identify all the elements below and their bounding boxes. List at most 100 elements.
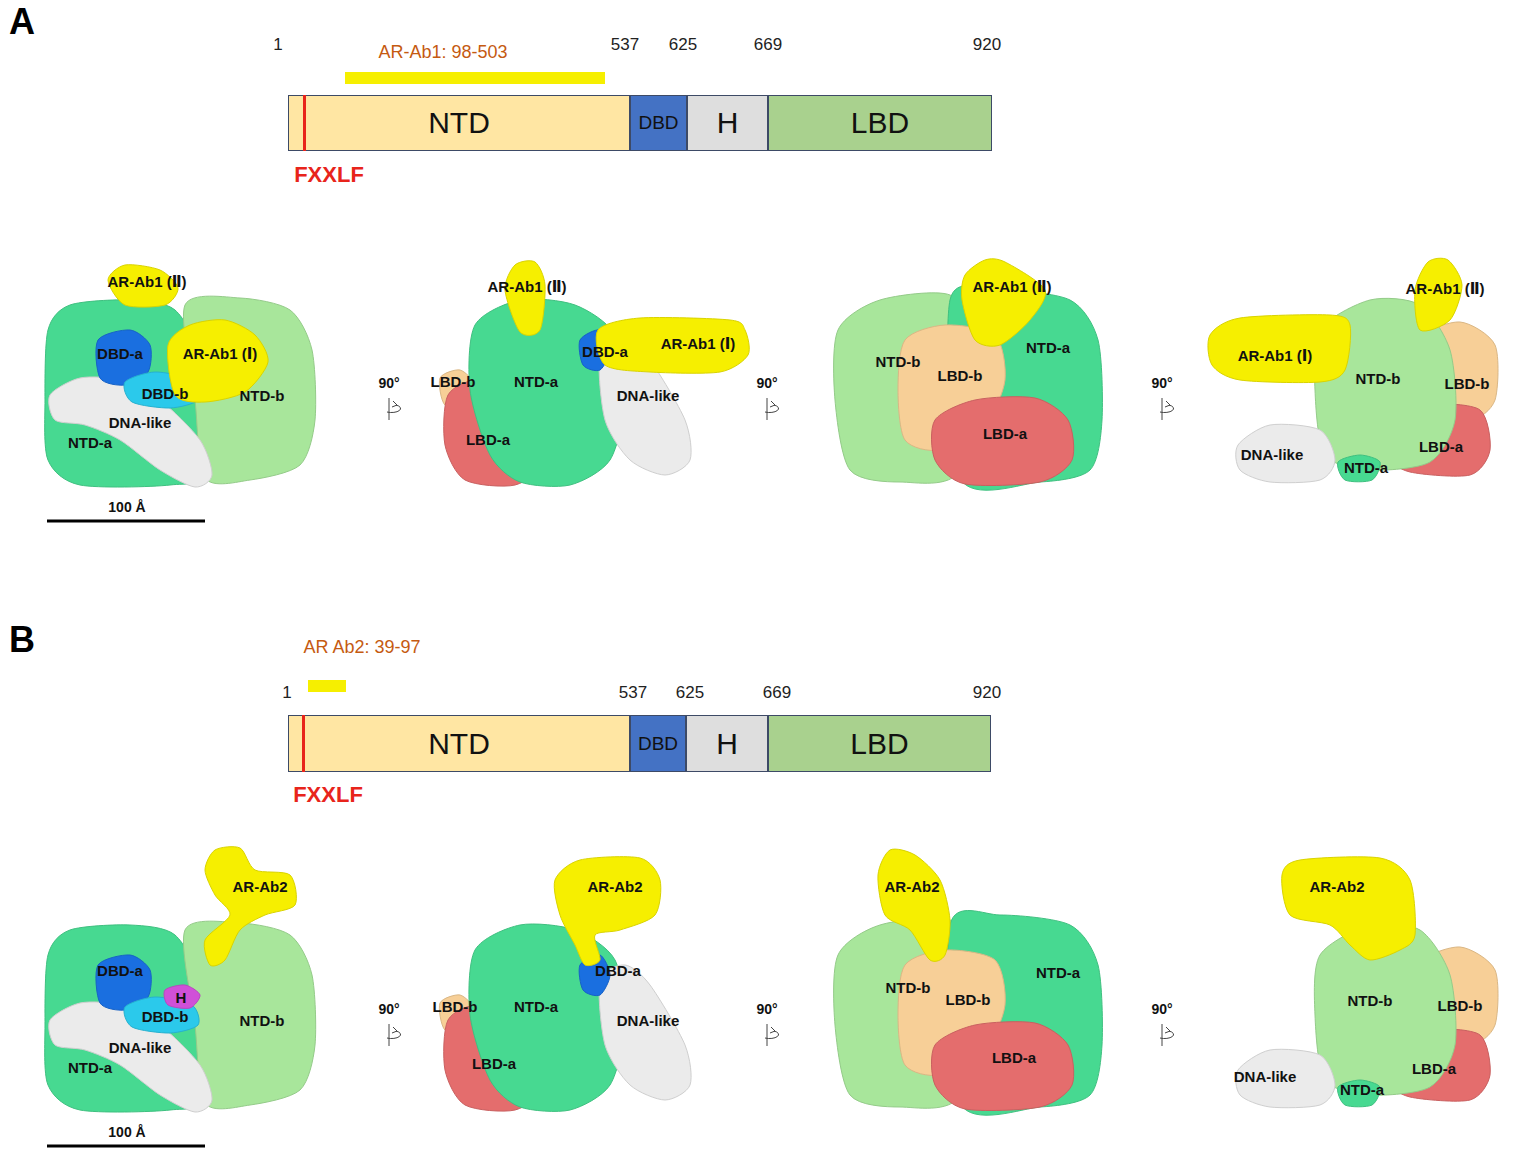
epitope-bar bbox=[345, 72, 605, 84]
motif-marker bbox=[302, 715, 305, 772]
part-label: NTD-a bbox=[1340, 1082, 1384, 1099]
annotation: 90° bbox=[378, 1002, 399, 1017]
rotation-axis bbox=[389, 398, 390, 420]
part-label: AR-Ab1 (Ⅱ) bbox=[972, 279, 1051, 296]
density-blob bbox=[204, 847, 296, 966]
residue-number: 920 bbox=[973, 36, 1001, 55]
part-label: NTD-a bbox=[68, 1060, 112, 1077]
part-label: LBD-a bbox=[472, 1056, 516, 1073]
part-label: LBD-b bbox=[946, 992, 991, 1009]
residue-number: 1 bbox=[282, 684, 291, 703]
density-blob bbox=[931, 1022, 1073, 1111]
part-label: LBD-b bbox=[433, 999, 478, 1016]
part-label: DBD-a bbox=[582, 344, 628, 361]
motif-marker bbox=[303, 95, 306, 151]
motif-label: FXXLF bbox=[294, 163, 364, 187]
domain-box: LBD bbox=[768, 715, 991, 772]
residue-number: 920 bbox=[973, 684, 1001, 703]
residue-number: 625 bbox=[669, 36, 697, 55]
domain-box: H bbox=[687, 95, 768, 151]
density-blob bbox=[1208, 315, 1351, 383]
part-label: AR-Ab1 (Ⅱ) bbox=[107, 274, 186, 291]
rotation-axis bbox=[1162, 398, 1163, 420]
density-blob bbox=[878, 849, 950, 961]
decorations bbox=[47, 72, 1174, 1146]
domain-box: LBD bbox=[768, 95, 992, 151]
part-label: LBD-a bbox=[1419, 439, 1463, 456]
annotation: 90° bbox=[756, 1002, 777, 1017]
part-label: LBD-a bbox=[992, 1050, 1036, 1067]
domain-label: LBD bbox=[851, 106, 909, 140]
density-blob bbox=[164, 985, 200, 1009]
part-label: NTD-b bbox=[886, 980, 931, 997]
part-label: LBD-a bbox=[983, 426, 1027, 443]
density-blob bbox=[961, 259, 1045, 346]
domain-box: H bbox=[686, 715, 768, 772]
part-label: NTD-a bbox=[1344, 460, 1388, 477]
part-label: DNA-like bbox=[109, 1040, 172, 1057]
part-label: LBD-b bbox=[431, 374, 476, 391]
domain-label: H bbox=[716, 727, 738, 761]
part-label: DBD-a bbox=[97, 346, 143, 363]
domain-box: NTD bbox=[288, 715, 630, 772]
scale-bar bbox=[47, 1145, 205, 1148]
residue-number: 669 bbox=[763, 684, 791, 703]
part-label: AR-Ab1 (Ⅰ) bbox=[183, 346, 258, 363]
part-label: NTD-a bbox=[1036, 965, 1080, 982]
part-label: DBD-b bbox=[142, 386, 189, 403]
scale-bar bbox=[47, 520, 205, 523]
part-label: LBD-b bbox=[1438, 998, 1483, 1015]
panel-letter: A bbox=[9, 2, 35, 42]
part-label: AR-Ab2 bbox=[885, 879, 940, 896]
part-label: NTD-b bbox=[240, 388, 285, 405]
residue-number: 625 bbox=[676, 684, 704, 703]
domain-box: NTD bbox=[288, 95, 630, 151]
part-label: LBD-a bbox=[1412, 1061, 1456, 1078]
part-label: AR-Ab2 bbox=[1310, 879, 1365, 896]
part-label: AR-Ab1 (Ⅰ) bbox=[661, 336, 736, 353]
annotation: 90° bbox=[1151, 1002, 1172, 1017]
part-label: NTD-a bbox=[514, 374, 558, 391]
epitope-bar bbox=[308, 680, 346, 692]
annotation: 90° bbox=[378, 376, 399, 391]
domain-box: DBD bbox=[630, 715, 686, 772]
part-label: NTD-b bbox=[1356, 371, 1401, 388]
part-label: NTD-b bbox=[876, 354, 921, 371]
part-label: LBD-b bbox=[1445, 376, 1490, 393]
density-blob bbox=[1236, 424, 1335, 482]
part-label: AR-Ab2 bbox=[233, 879, 288, 896]
part-label: DBD-a bbox=[595, 963, 641, 980]
annotation: 100 Å bbox=[108, 500, 145, 515]
part-label: DNA-like bbox=[1241, 447, 1304, 464]
rotation-axis bbox=[1162, 1024, 1163, 1046]
part-label: LBD-b bbox=[938, 368, 983, 385]
rotation-axis bbox=[389, 1024, 390, 1046]
annotation: 100 Å bbox=[108, 1125, 145, 1140]
part-label: DNA-like bbox=[617, 388, 680, 405]
part-label: NTD-b bbox=[240, 1013, 285, 1030]
domain-box: DBD bbox=[630, 95, 687, 151]
residue-number: 537 bbox=[611, 36, 639, 55]
domain-label: NTD bbox=[428, 106, 490, 140]
annotation: 90° bbox=[756, 376, 777, 391]
part-label: AR-Ab1 (Ⅱ) bbox=[1405, 281, 1484, 298]
density-blob bbox=[599, 965, 691, 1100]
part-label: DBD-a bbox=[97, 963, 143, 980]
part-label: NTD-a bbox=[1026, 340, 1070, 357]
density-blob bbox=[1282, 857, 1416, 960]
residue-number: 1 bbox=[273, 36, 282, 55]
part-label: H bbox=[176, 990, 187, 1007]
rotation-arrowhead bbox=[392, 401, 397, 407]
density-blob bbox=[505, 261, 545, 336]
part-label: DNA-like bbox=[1234, 1069, 1297, 1086]
density-blob bbox=[554, 857, 661, 966]
part-label: NTD-a bbox=[514, 999, 558, 1016]
part-label: LBD-a bbox=[466, 432, 510, 449]
domain-label: LBD bbox=[850, 727, 908, 761]
rotation-arrowhead bbox=[1165, 401, 1170, 407]
epitope-label: AR-Ab1: 98-503 bbox=[378, 43, 507, 63]
rotation-arrowhead bbox=[770, 401, 775, 407]
part-label: AR-Ab1 (Ⅰ) bbox=[1238, 348, 1313, 365]
